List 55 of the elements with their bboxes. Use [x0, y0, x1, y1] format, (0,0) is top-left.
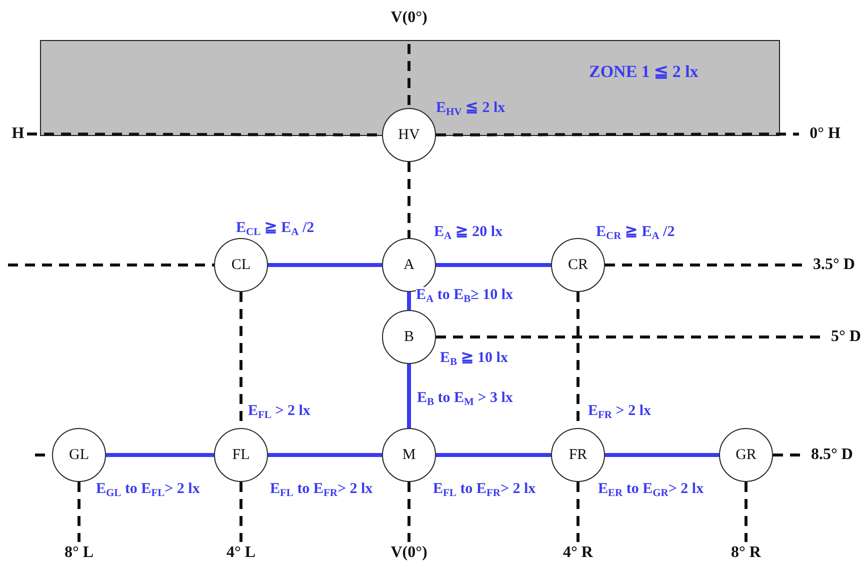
dashed-connector — [408, 482, 410, 542]
measurement-point-circle — [382, 428, 436, 482]
axis-label: 0° H — [810, 125, 840, 143]
dashed-connector — [408, 162, 410, 238]
point-label: GL — [69, 446, 89, 464]
illuminance-requirement: E$_{FR}$ > 2 lx — [588, 403, 651, 422]
illuminance-requirement: E$_{HV}$ ≦ 2 lx — [436, 100, 506, 119]
dashed-connector — [436, 132, 799, 136]
point-label: GR — [736, 446, 756, 464]
dashed-connector — [605, 264, 802, 266]
illuminance-requirement: E$_{CL}$ ≧ E$_{A}$ /2 — [236, 220, 314, 239]
axis-label: H — [12, 125, 24, 143]
connector-line — [605, 453, 719, 457]
measurement-point-circle — [551, 238, 605, 292]
point-label: B — [404, 328, 414, 346]
dashed-connector — [576, 482, 580, 542]
axis-label: 8° L — [64, 544, 94, 562]
zone-label: ZONE 1 ≦ 2 lx — [589, 61, 698, 82]
axis-label: 4° R — [563, 544, 593, 562]
connector-line — [106, 453, 214, 457]
connector-line — [268, 263, 382, 267]
axis-label: 8.5° D — [811, 446, 853, 464]
connector-line — [436, 263, 551, 267]
illuminance-requirement: E$_{CR}$ ≧ E$_{A}$ /2 — [596, 224, 675, 243]
axis-label: V(0°) — [390, 544, 428, 562]
connector-line — [268, 453, 382, 457]
connector-line — [407, 364, 411, 428]
measurement-point-circle — [719, 428, 773, 482]
axis-label: 4° L — [226, 544, 256, 562]
axis-label: 8° R — [731, 544, 761, 562]
dashed-connector — [240, 482, 242, 542]
point-label: FR — [568, 446, 588, 464]
axis-label: 5° D — [831, 328, 861, 346]
point-label: CL — [231, 256, 251, 274]
measurement-point-circle — [382, 310, 436, 364]
measurement-point-circle — [214, 238, 268, 292]
dashed-connector — [744, 482, 748, 542]
point-label: A — [404, 256, 414, 274]
measurement-point-circle — [214, 428, 268, 482]
point-label: FL — [232, 446, 250, 464]
measurement-point-circle — [382, 108, 436, 162]
point-label: M — [402, 446, 416, 464]
dashed-connector — [773, 454, 800, 456]
connector-line — [407, 292, 411, 310]
axis-label: V(0°) — [390, 9, 428, 27]
point-label: HV — [398, 126, 420, 144]
measurement-point-circle — [551, 428, 605, 482]
axis-label: 3.5° D — [813, 256, 855, 274]
illuminance-requirement: E$_{B}$ ≧ 10 lx — [440, 350, 508, 369]
illuminance-requirement: E$_{A}$ ≧ 20 lx — [434, 224, 503, 243]
dashed-connector — [78, 482, 80, 542]
measurement-point-circle — [52, 428, 106, 482]
illuminance-requirement: E$_{FL}$ > 2 lx — [248, 403, 310, 422]
point-label: CR — [568, 256, 588, 274]
connector-line — [436, 453, 551, 457]
